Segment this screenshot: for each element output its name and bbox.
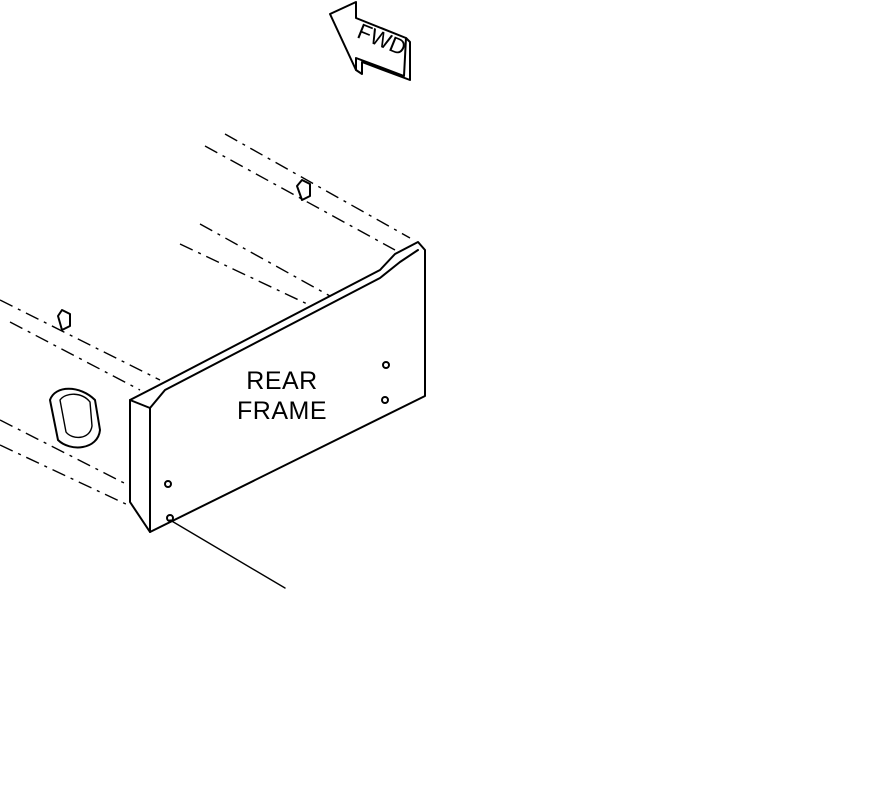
rear-frame-label-line1: REAR	[246, 367, 318, 395]
forward-arrow-icon: FWD	[329, 1, 411, 81]
rear-frame	[0, 133, 426, 589]
rear-frame-label: REAR FRAME	[222, 366, 342, 426]
rear-frame-label-line2: FRAME	[237, 397, 327, 425]
